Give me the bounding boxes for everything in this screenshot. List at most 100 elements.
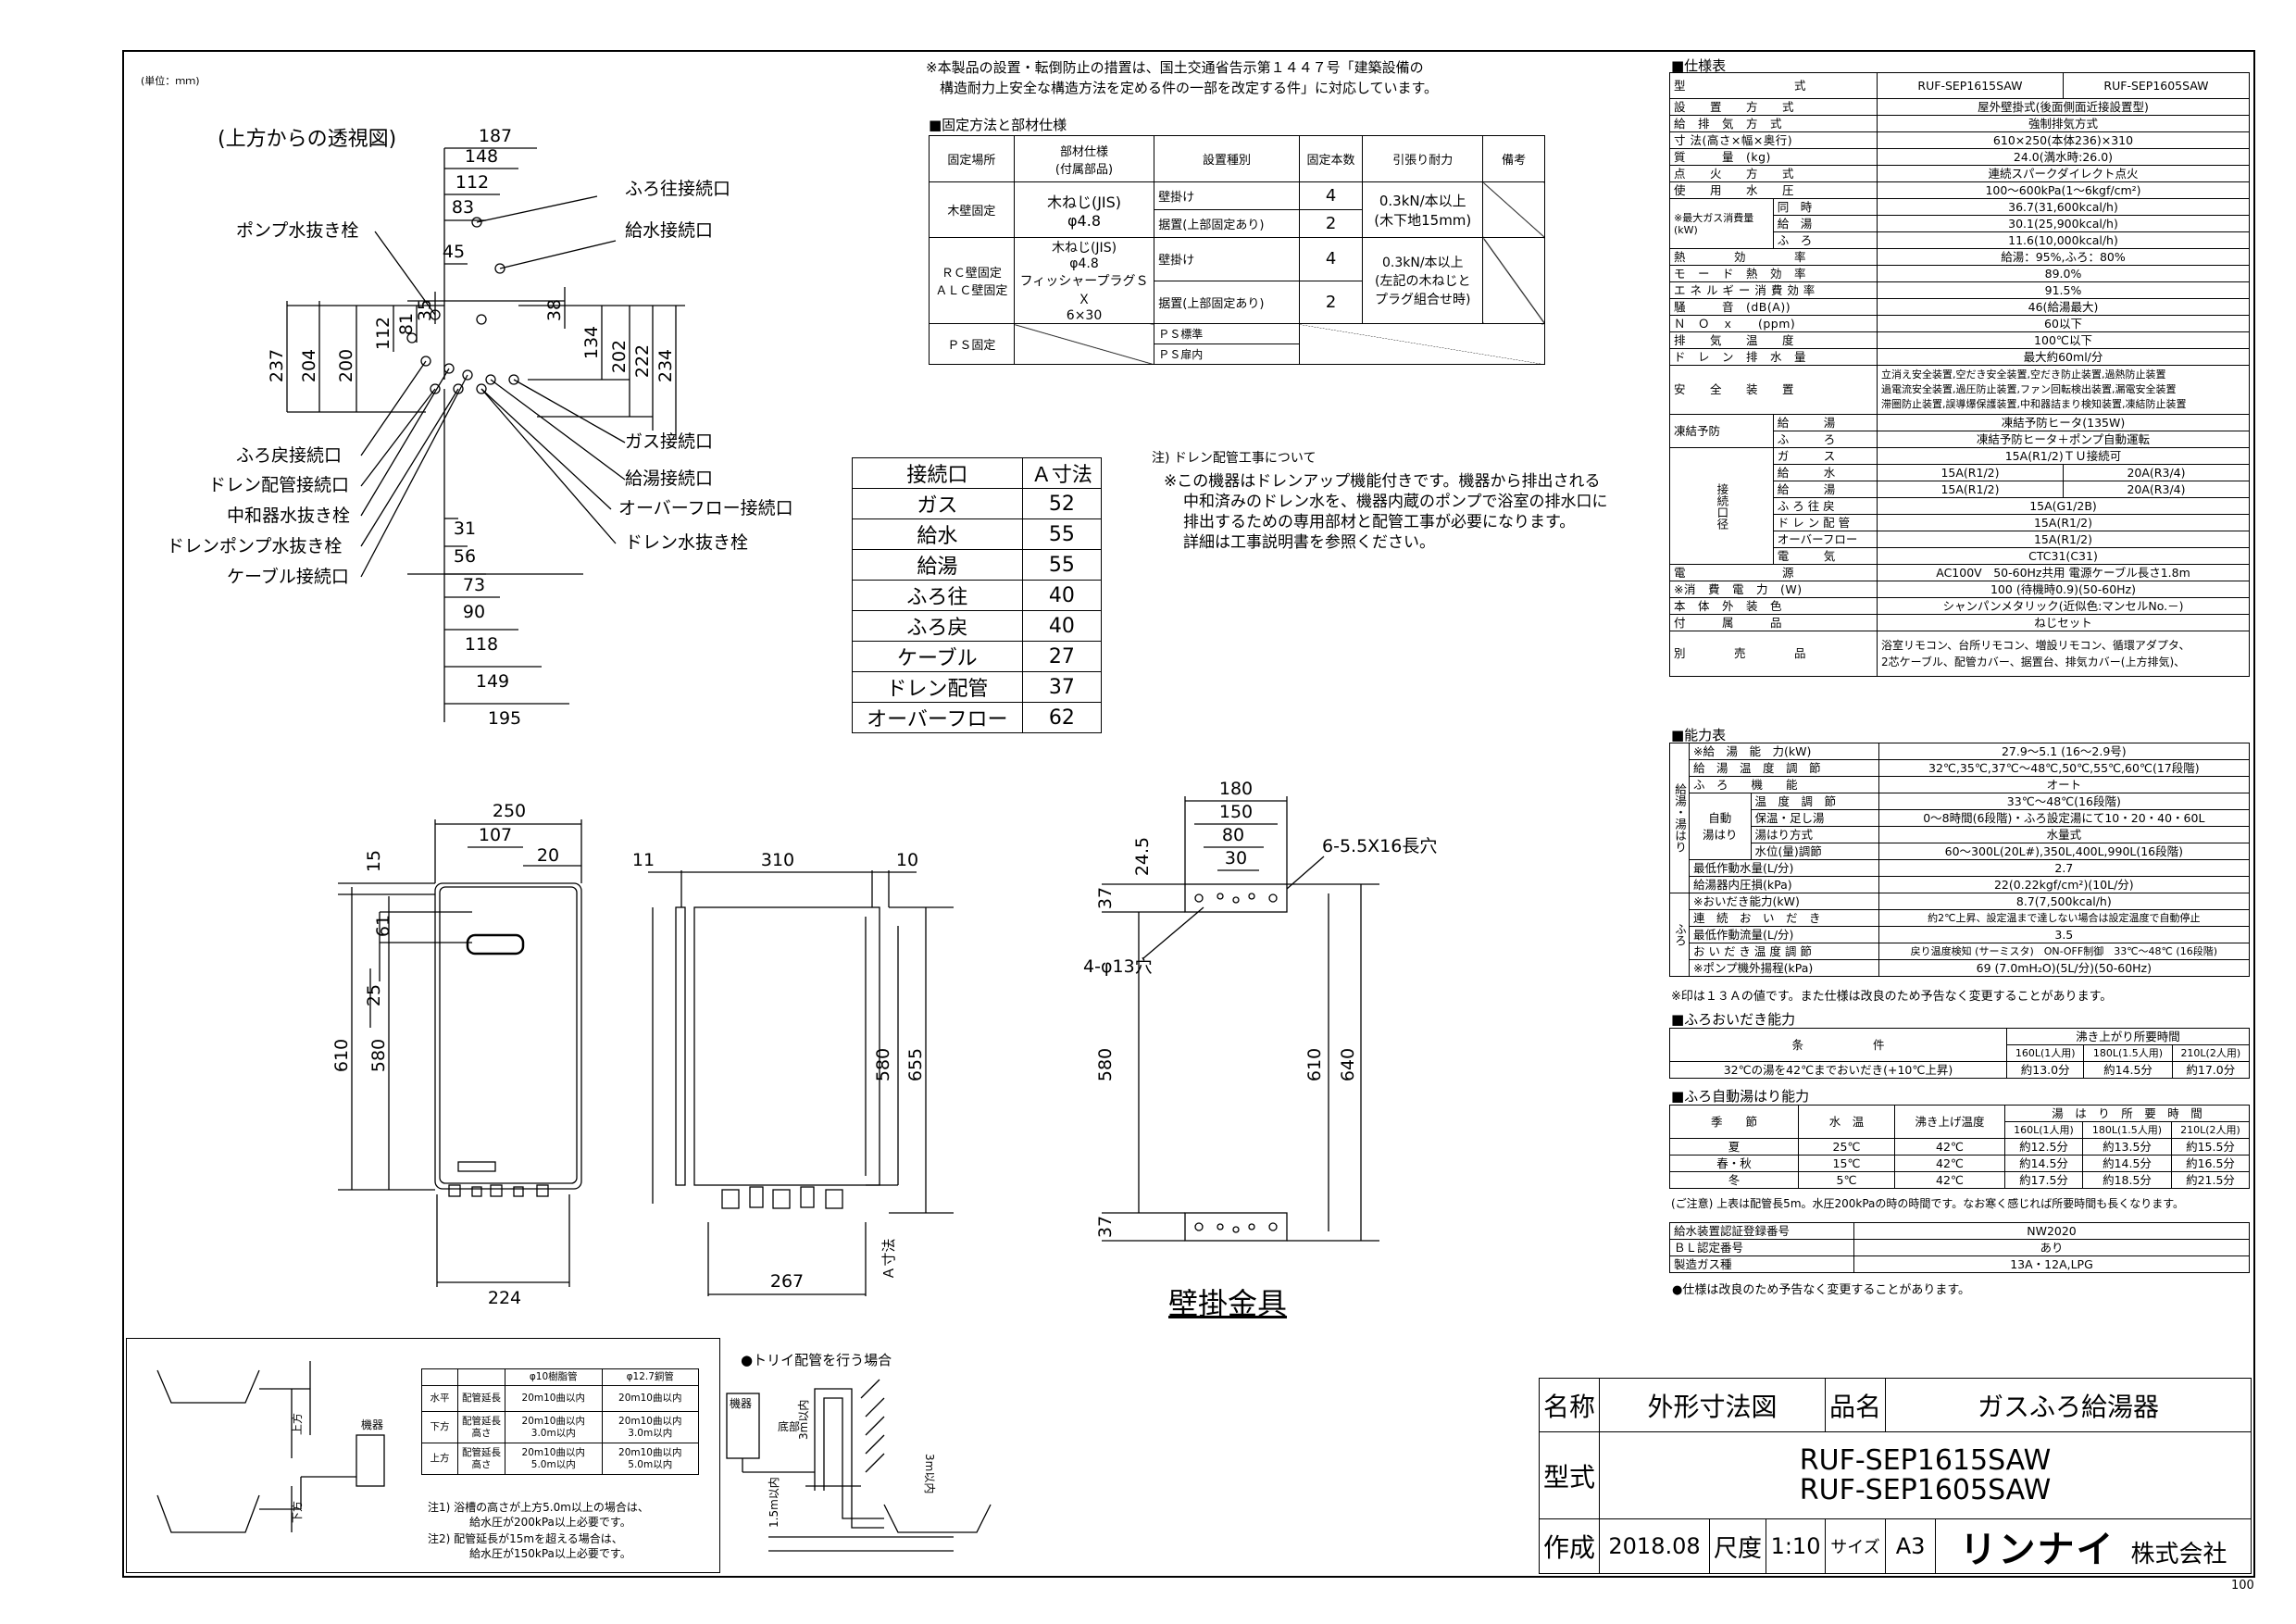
spec-heading: ■仕様表 bbox=[1671, 57, 1727, 74]
callout-bath-return: ふろ戻接続口 bbox=[236, 445, 342, 466]
front-dim-20: 20 bbox=[537, 845, 559, 866]
callout-overflow: オーバーフロー接続口 bbox=[618, 498, 793, 518]
trap-diagram: 機器 底部 3m以内 1.5m以内 3m以内 bbox=[726, 1379, 992, 1552]
dim-bottom-4: 90 bbox=[463, 602, 485, 622]
front-dim-width: 250 bbox=[493, 801, 526, 821]
dim-top-1: 187 bbox=[479, 126, 512, 146]
side-dim-655: 655 bbox=[905, 1048, 926, 1081]
fix-r2-type1: 壁掛け bbox=[1154, 237, 1300, 281]
dim-right-3: 202 bbox=[609, 340, 630, 373]
notice-line2: 構造耐力上安全な構造方法を定める件の一部を改定する件」に対応しています。 bbox=[940, 80, 1439, 96]
conn-h-a: Ａ寸法 bbox=[1021, 457, 1103, 489]
dim-right-2: 134 bbox=[581, 326, 602, 359]
dim-right-4: 222 bbox=[632, 344, 653, 378]
bracket-dim-580: 580 bbox=[1095, 1048, 1116, 1081]
fix-h-type: 設置種別 bbox=[1154, 135, 1300, 182]
piping-frame bbox=[126, 1338, 720, 1573]
side-dim-10: 10 bbox=[896, 850, 918, 870]
autofill-table: 季 節水 温沸き上げ温度湯 は り 所 要 時 間 160L(1人用)180L(… bbox=[1669, 1105, 2251, 1189]
dim-top-2: 148 bbox=[465, 146, 498, 167]
fix-h-count: 固定本数 bbox=[1298, 135, 1364, 182]
piping-diagram: 上方 下方 機器 bbox=[156, 1361, 385, 1533]
company-logo: リンナイ bbox=[1959, 1529, 2115, 1571]
title-name: 外形寸法図 bbox=[1599, 1378, 1827, 1432]
title-model-1: RUF-SEP1615SAW bbox=[1799, 1443, 2052, 1477]
drain-note-line3: 排出するための専用部材と配管工事が必要になります。 bbox=[1183, 513, 1576, 531]
fix-r1-type2: 据置(上部固定あり) bbox=[1154, 209, 1300, 238]
front-dim-15: 15 bbox=[364, 850, 384, 872]
pipe-down-label: 下方 bbox=[290, 1501, 304, 1523]
page-number: 100 bbox=[2231, 1579, 2254, 1593]
pipe-note3: 注2) 配管延長が15mを超える場合は、 bbox=[428, 1532, 623, 1545]
fix-r3-type1: ＰＳ標準 bbox=[1154, 323, 1300, 344]
callout-neutralizer-drain: 中和器水抜き栓 bbox=[227, 506, 350, 526]
callout-gas: ガス接続口 bbox=[625, 431, 713, 452]
title-model-2: RUF-SEP1605SAW bbox=[1799, 1473, 2052, 1506]
fix-r3-place: ＰＳ固定 bbox=[929, 323, 1015, 365]
bracket-dim-610: 610 bbox=[1304, 1048, 1325, 1081]
dim-left-5: 81 bbox=[396, 313, 417, 335]
trap-bottom: 底部 bbox=[778, 1419, 800, 1433]
fix-r1-n1: 4 bbox=[1298, 181, 1364, 210]
pipe-note4: 給水圧が150kPa以上必要です。 bbox=[469, 1547, 631, 1560]
dim-top-5: 45 bbox=[443, 242, 465, 262]
fix-r2-type2: 据置(上部固定あり) bbox=[1154, 280, 1300, 324]
fixing-heading: ■固定方法と部材仕様 bbox=[929, 117, 1067, 133]
fix-r2-n2: 2 bbox=[1298, 280, 1364, 324]
fix-r2-parts: 木ねじ(JIS) φ4.8 フィッシャープラグＳＸ 6×30 bbox=[1013, 237, 1155, 324]
reheat-heading: ■ふろおいだき能力 bbox=[1671, 1011, 1796, 1028]
drain-note-title: 注) ドレン配管工事について bbox=[1152, 451, 1316, 466]
side-dim-11: 11 bbox=[632, 850, 655, 870]
fix-r2-n1: 4 bbox=[1298, 237, 1364, 281]
pipe-note2: 給水圧が200kPa以上必要です。 bbox=[469, 1516, 631, 1529]
dim-left-2: 204 bbox=[299, 349, 319, 382]
dim-left-1: 237 bbox=[267, 349, 287, 382]
callout-cable: ケーブル接続口 bbox=[227, 566, 349, 587]
callout-pump-drain: ポンプ水抜き栓 bbox=[236, 220, 358, 241]
dim-bottom-3: 73 bbox=[463, 575, 485, 595]
bracket-dim-24.5: 24.5 bbox=[1132, 837, 1153, 876]
dim-bottom-5: 118 bbox=[465, 634, 498, 655]
drain-note-line1: ※この機器はドレンアップ機能付きです。機器から排出される bbox=[1164, 472, 1601, 491]
bracket-dim-37-top: 37 bbox=[1095, 887, 1116, 909]
trap-title: ●トリイ配管を行う場合 bbox=[741, 1352, 892, 1368]
bracket-dim-150: 150 bbox=[1219, 802, 1253, 822]
dim-left-4: 112 bbox=[373, 317, 393, 350]
drain-note-line4: 詳細は工事説明書を参照ください。 bbox=[1183, 533, 1435, 552]
capacity-heading: ■能力表 bbox=[1671, 727, 1727, 743]
front-dim-height: 610 bbox=[331, 1039, 352, 1072]
dim-left-3: 200 bbox=[336, 349, 356, 382]
title-product: ガスふろ給湯器 bbox=[1885, 1378, 2252, 1432]
bracket-dim-37-bottom: 37 bbox=[1095, 1216, 1116, 1238]
dim-right-5: 234 bbox=[655, 349, 676, 382]
front-dim-107: 107 bbox=[479, 825, 512, 845]
title-size-label: サイズ bbox=[1825, 1518, 1887, 1574]
dim-top-3: 112 bbox=[455, 172, 489, 193]
side-view-diagram: 11 310 10 580 655 267 Ａ寸法 bbox=[632, 850, 954, 1296]
callout-drain-plug: ドレン水抜き栓 bbox=[625, 532, 748, 553]
callout-drain-pipe: ドレン配管接続口 bbox=[208, 475, 349, 495]
dim-bottom-1: 31 bbox=[454, 518, 476, 539]
table-row: 32℃の湯を42℃までおいだき(+10℃上昇)約13.0分約14.5分約17.0… bbox=[1669, 1061, 2251, 1079]
fix-r1-n2: 2 bbox=[1298, 209, 1364, 238]
dim-bottom-6: 149 bbox=[476, 671, 509, 692]
title-block: 名称 外形寸法図 品名 ガスふろ給湯器 型式 RUF-SEP1615SAW RU… bbox=[1538, 1378, 2252, 1574]
front-dim-61: 61 bbox=[373, 915, 393, 937]
trap-h1: 3m以内 bbox=[797, 1400, 810, 1440]
fix-r2-place: ＲＣ壁固定 ＡＬＣ壁固定 bbox=[929, 237, 1015, 324]
trap-h2: 1.5m以内 bbox=[767, 1477, 780, 1528]
dim-bottom-7: 195 bbox=[488, 708, 521, 729]
